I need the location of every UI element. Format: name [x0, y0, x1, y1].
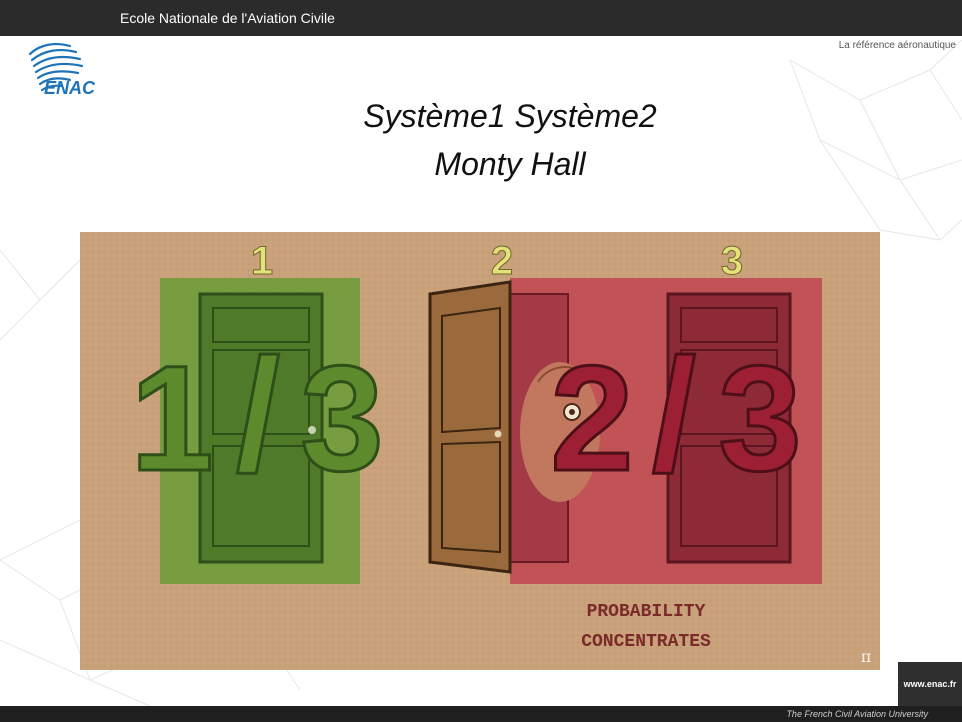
two-thirds-denominator: 3: [718, 334, 801, 502]
door-2-open: [428, 280, 512, 574]
website-badge: www.enac.fr: [898, 662, 962, 706]
one-third-slash: /: [236, 325, 280, 504]
title-line-1: Système1 Système2: [363, 98, 657, 134]
caption-line-1: PROBABILITY: [587, 602, 706, 622]
logo-text: ENAC: [44, 78, 96, 98]
channel-watermark: π: [861, 647, 872, 666]
website-link[interactable]: www.enac.fr: [903, 679, 957, 689]
door-number-1: 1: [251, 239, 273, 283]
tagline: La référence aéronautique: [838, 40, 956, 51]
door-3: [666, 292, 792, 564]
door-number-3: 3: [721, 239, 743, 283]
footer-bar: The French Civil Aviation University: [0, 706, 962, 722]
probability-one-third: 1 / 3: [129, 324, 385, 506]
two-thirds-numerator: 2: [550, 334, 633, 502]
probability-two-thirds: 2 / 3: [549, 324, 803, 506]
door-number-2: 2: [491, 239, 513, 283]
door-1: [198, 292, 324, 564]
one-third-denominator: 3: [300, 334, 383, 502]
header-bar: Ecole Nationale de l'Aviation Civile: [0, 0, 962, 36]
university-tagline: The French Civil Aviation University: [786, 709, 928, 719]
goat-illustration: [520, 362, 600, 502]
title-line-2: Monty Hall: [434, 146, 586, 182]
enac-logo: ENAC: [18, 36, 110, 110]
two-thirds-slash: /: [652, 325, 696, 504]
monty-hall-video-frame: 1 2 3 1 / 3 2 / 3 PROBABILITY CONCENTRAT…: [80, 232, 880, 670]
organization-name: Ecole Nationale de l'Aviation Civile: [120, 10, 335, 26]
caption-line-2: CONCENTRATES: [581, 632, 711, 652]
one-third-numerator: 1: [130, 334, 213, 502]
slide-title: Système1 Système2 Monty Hall: [210, 92, 810, 188]
